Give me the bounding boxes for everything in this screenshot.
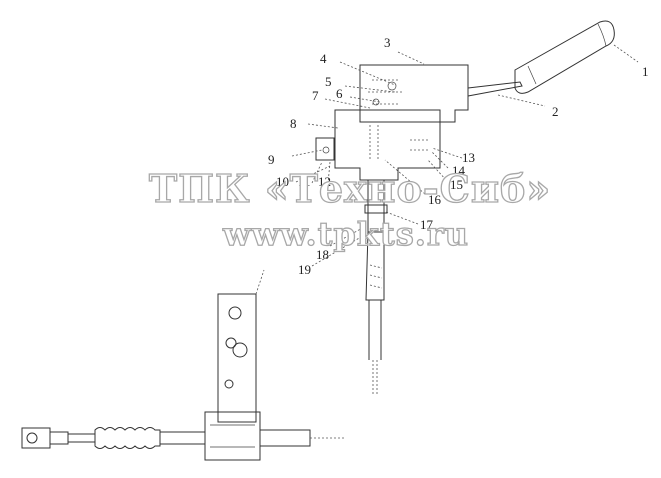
callout-3: 3 bbox=[384, 35, 391, 50]
callout-19: 19 bbox=[298, 262, 311, 277]
callout-15: 15 bbox=[450, 177, 463, 192]
leader-lines bbox=[255, 44, 639, 295]
vertical-cable bbox=[364, 179, 388, 395]
callout-18: 18 bbox=[316, 247, 329, 262]
callout-1: 1 bbox=[642, 64, 649, 79]
callout-17: 17 bbox=[420, 217, 434, 232]
callout-7: 7 bbox=[312, 88, 319, 103]
callout-6: 6 bbox=[336, 86, 343, 101]
callout-12: 12 bbox=[318, 174, 331, 189]
callout-8: 8 bbox=[290, 116, 297, 131]
callout-11: 11 bbox=[298, 174, 311, 189]
gear-lever bbox=[467, 20, 615, 97]
mounting-bracket bbox=[204, 293, 261, 461]
callout-13: 13 bbox=[462, 150, 475, 165]
watermark-url: www.tpkts.ru bbox=[222, 215, 469, 253]
watermark-company: ТПК «Техно-Сиб» bbox=[149, 166, 551, 211]
callout-16: 16 bbox=[428, 192, 442, 207]
callout-14: 14 bbox=[452, 163, 466, 178]
callout-numbers: 1 2 3 4 5 6 7 8 9 10 11 12 13 14 15 16 1… bbox=[268, 35, 649, 277]
lower-housing bbox=[315, 109, 441, 181]
callout-2: 2 bbox=[552, 104, 559, 119]
watermark: ТПК «Техно-Сиб» www.tpkts.ru bbox=[148, 165, 551, 253]
callout-5: 5 bbox=[325, 74, 332, 89]
horizontal-cable bbox=[21, 427, 345, 449]
callout-4: 4 bbox=[320, 51, 327, 66]
callout-10: 10 bbox=[276, 174, 289, 189]
upper-housing bbox=[359, 64, 469, 123]
callout-9: 9 bbox=[268, 152, 275, 167]
